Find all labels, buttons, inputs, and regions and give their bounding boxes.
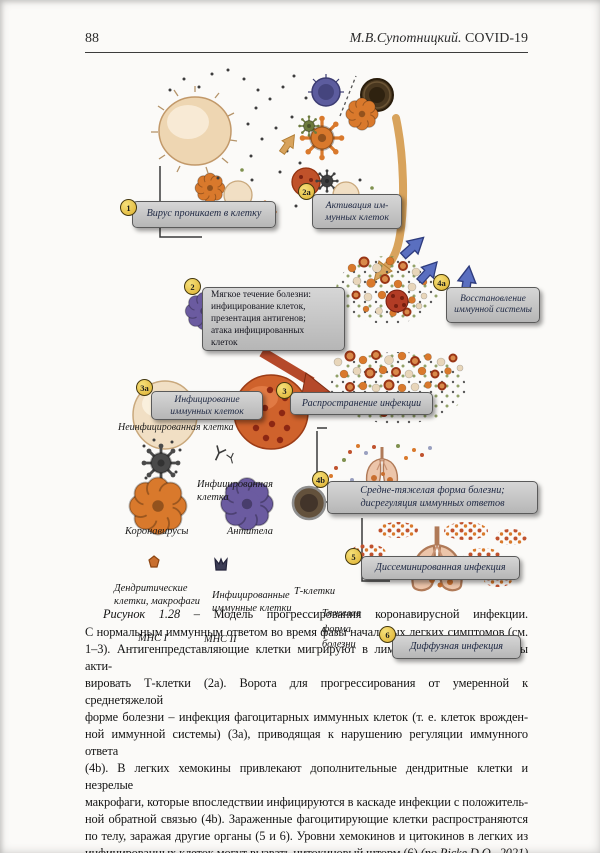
figure-text-block: Рисунок 1.28 – Модель прогрессирования к… — [85, 604, 528, 853]
step-box-mild-course: Мягкое течение болезни: инфицирование кл… — [202, 287, 345, 351]
step-box-infection-spread: Распространение инфекции — [290, 392, 433, 415]
body-line: ной обратной связью (4b). Зараженные фаг… — [85, 812, 528, 826]
label-mhc1: MHC I — [138, 633, 168, 644]
step-badge-1: 1 — [120, 199, 137, 216]
step-box-moderate-severe: Средне-тяжелая форма болезни; дисрегуляц… — [327, 481, 538, 514]
badge-label: 3а — [140, 382, 149, 393]
label-infected-cell: Инфицированная клетка — [197, 479, 273, 503]
epithelial-cell-icon — [151, 86, 238, 174]
mhc2-icon — [214, 557, 228, 571]
page-number: 88 — [85, 31, 99, 46]
step-badge-2: 2 — [184, 278, 201, 295]
step-badge-3a: 3а — [136, 379, 153, 396]
green-virus-icon — [297, 114, 321, 138]
running-title-book: COVID-19 — [465, 31, 528, 46]
label-infected-immune-cells: Инфицированные иммунные клетки — [212, 590, 292, 614]
figure-caption-label: Рисунок 1.28 — [103, 607, 181, 621]
badge-label: 4а — [437, 277, 446, 288]
step-box-immune-recovery: Восстановление иммунной системы — [446, 287, 540, 323]
dendritic-cell-small-icon — [345, 97, 379, 131]
figure-caption-title: Модель прогрессирования коронавирусной и… — [213, 607, 528, 621]
lymphocyte-cell-icon — [308, 74, 344, 107]
mhc1-icon — [148, 555, 160, 568]
label-coronaviruses: Коронавирусы — [125, 526, 189, 537]
step-box-immune-activation: Активация им- мунных клеток — [312, 194, 402, 229]
step-box-diffuse: Диффузная инфекция — [392, 635, 521, 659]
badge-label: 3 — [282, 385, 287, 396]
divider-dashed-line — [339, 75, 357, 117]
badge-label: 6 — [385, 629, 390, 640]
label-t-cells: Т-клетки — [294, 586, 336, 597]
step-badge-5: 5 — [345, 548, 362, 565]
step-box-disseminated: Диссеминированная инфекция — [361, 556, 520, 580]
label-dendritic-cells: Дендритические клетки, макрофаги — [114, 583, 200, 607]
body-line: вировать Т-клетки (2а). Ворота для прогр… — [85, 676, 528, 707]
body-line: форме болезни – инфекция фагоцитарных им… — [85, 710, 528, 724]
body-line-last: инфицированных клеток могут вызвать цито… — [85, 845, 528, 853]
body-line: по телу, заражая другие органы (5 и 6). … — [85, 829, 528, 843]
step-box-immune-infection: Инфицирование иммунных клеток — [151, 391, 263, 420]
label-antibodies: Антитела — [227, 526, 273, 537]
antibody-icon — [214, 445, 234, 464]
body-line: ной иммунной системы) (3а), приводящая к… — [85, 727, 528, 758]
step-badge-6: 6 — [379, 626, 396, 643]
running-title: М.В.Супотницкий. COVID-19 — [350, 31, 528, 47]
figure-1-28-diagram: 1 2а 2 3а 3 4а 4b 5 6 Вирус проникает в … — [0, 60, 600, 659]
header-rule — [85, 52, 528, 54]
running-title-author: М.В.Супотницкий. — [349, 31, 462, 46]
badge-label: 2 — [190, 281, 195, 292]
step-box-virus-entry: Вирус проникает в клетку — [132, 201, 276, 228]
coronavirus-legend-icon — [140, 438, 182, 484]
body-line: (4b). В легких хемокины привлекают допол… — [85, 761, 528, 792]
figure-caption: Рисунок 1.28 – Модель прогрессирования к… — [103, 607, 528, 621]
label-mhc2: MHC II — [204, 634, 237, 645]
step-badge-2a: 2а — [298, 183, 315, 200]
badge-label: 4b — [316, 474, 325, 485]
body-line: макрофаги, которые впоследствии инфициру… — [85, 795, 528, 809]
citation-source: (по Ricke D.O., 2021) — [420, 846, 528, 853]
step-badge-4b: 4b — [312, 471, 329, 488]
badge-label: 1 — [126, 202, 131, 213]
migration-arrow-small — [275, 130, 301, 157]
step-badge-3: 3 — [276, 382, 293, 399]
badge-label: 5 — [351, 551, 356, 562]
t-cell-icon — [291, 485, 327, 521]
label-uninfected-cell: Неинфицированная клетка — [118, 422, 234, 433]
step-badge-4a: 4а — [433, 274, 450, 291]
badge-label: 2а — [302, 186, 311, 197]
label-severe-form: Тяжелая форма болезни — [322, 608, 361, 651]
